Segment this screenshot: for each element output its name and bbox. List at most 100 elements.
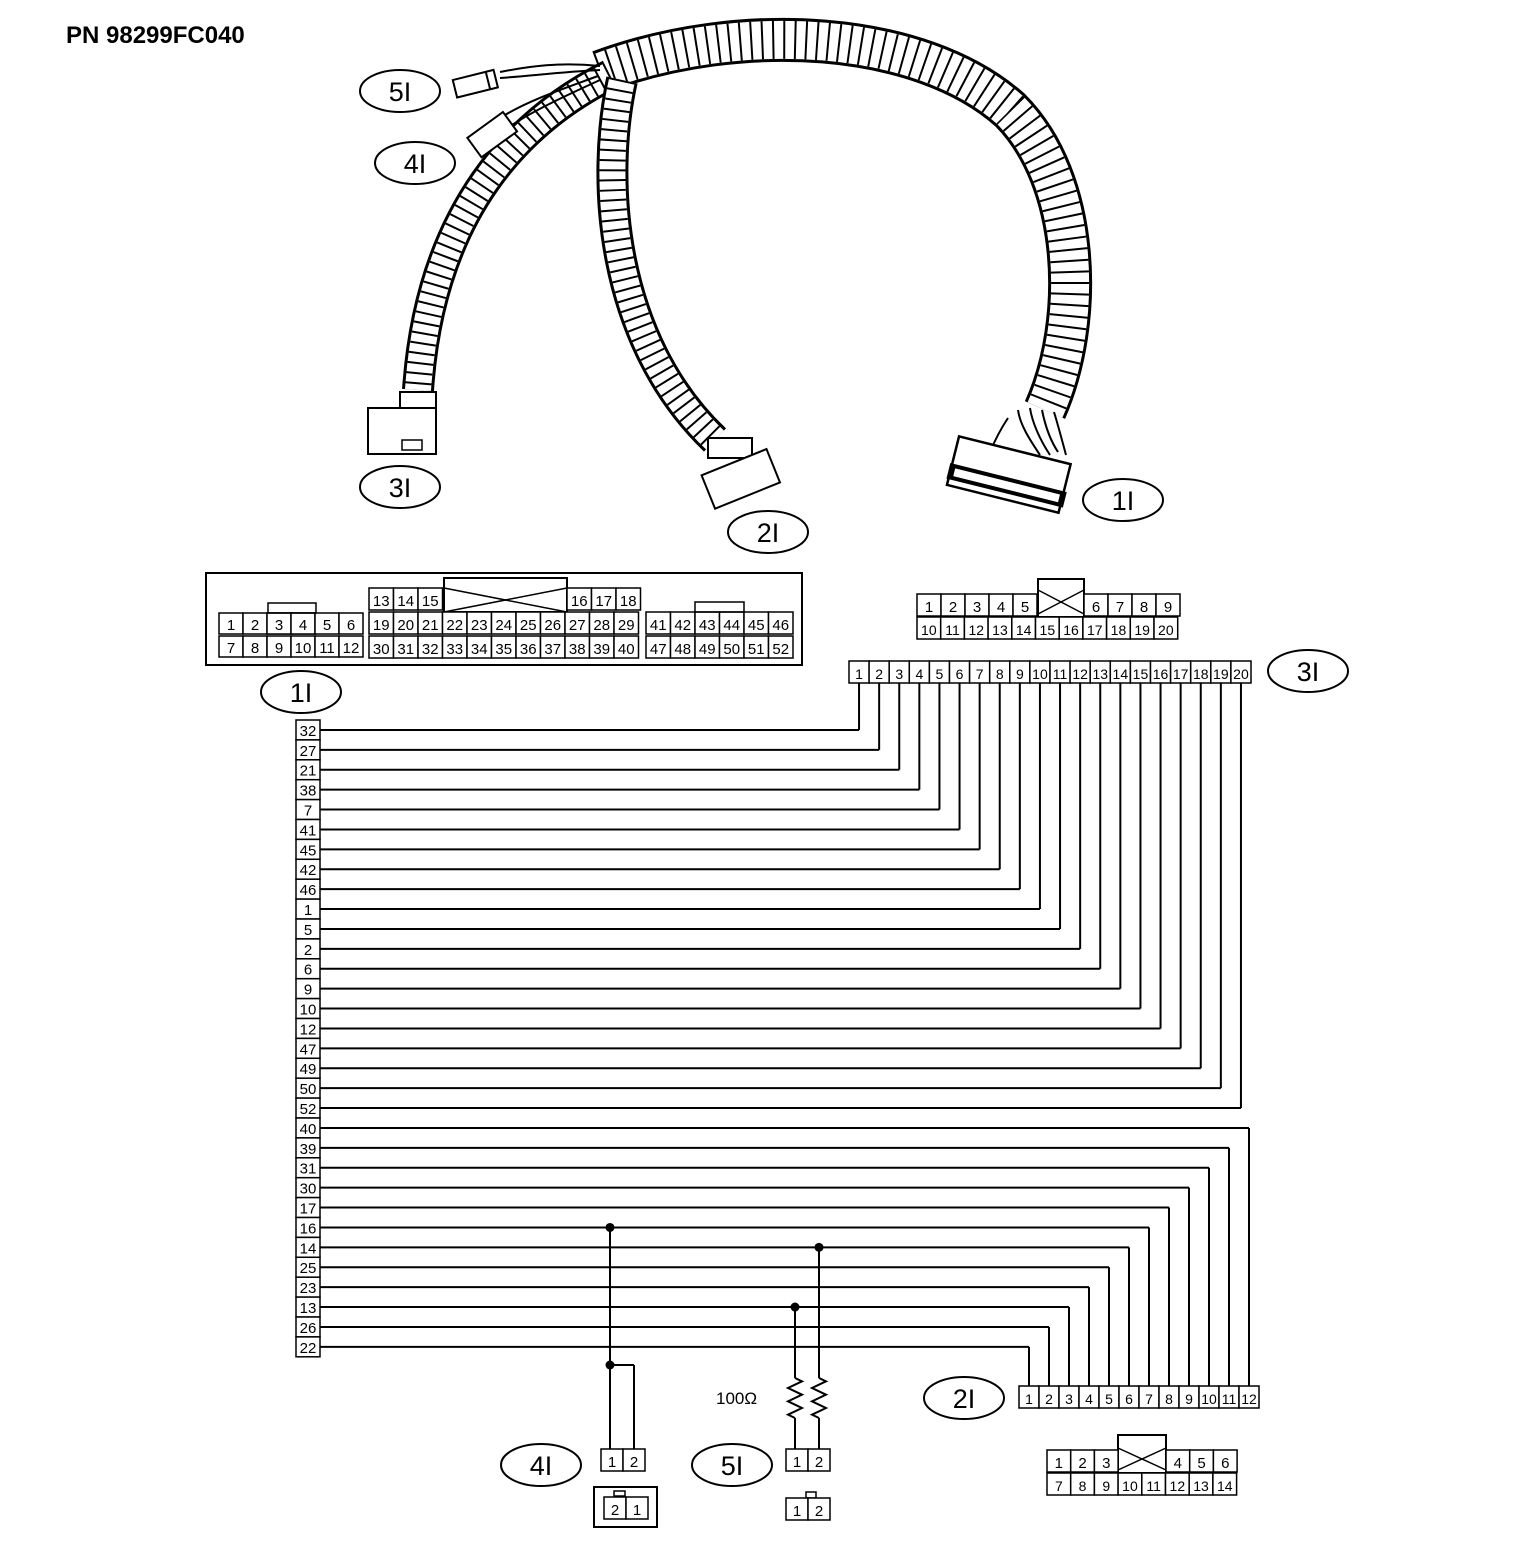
pin-2I-label: 4	[1085, 1391, 1093, 1407]
pin-label: 6	[304, 962, 312, 979]
face-2I-label: 8	[1079, 1478, 1087, 1494]
harness-illustration	[367, 17, 1093, 515]
pin-3I-label: 12	[1072, 666, 1088, 682]
face-1I-label: 50	[723, 641, 740, 658]
face-3I-label: 1	[925, 599, 933, 616]
face-3I-label: 15	[1040, 622, 1056, 638]
pin-2I-label: 5	[1105, 1391, 1113, 1407]
pin-label: 16	[300, 1220, 317, 1237]
face-1I-label: 26	[544, 617, 561, 634]
face-1I-label: 11	[319, 640, 335, 657]
svg-text:5I: 5I	[721, 1451, 744, 1481]
pin-2I-label: 12	[1241, 1391, 1257, 1407]
pin-3I-label: 4	[915, 666, 923, 682]
svg-text:3I: 3I	[1297, 657, 1320, 687]
pin-2I-label: 6	[1125, 1391, 1133, 1407]
pin-label: 2	[304, 942, 312, 959]
face-1I-label: 42	[674, 617, 691, 634]
label-oval-2I: 2I	[727, 510, 809, 554]
branch-cable-3I	[402, 60, 618, 392]
svg-text:2I: 2I	[757, 518, 780, 548]
face-1I-label: 29	[618, 617, 635, 634]
connector-3I-body	[367, 391, 437, 455]
svg-text:3I: 3I	[389, 473, 412, 503]
face-4I-label: 1	[633, 1502, 641, 1519]
pin-label: 12	[300, 1021, 317, 1038]
pin-3I-label: 15	[1133, 666, 1149, 682]
face-3I-label: 18	[1111, 622, 1127, 638]
pin-label: 45	[300, 842, 317, 859]
pin-3I-label: 20	[1233, 666, 1249, 682]
label-oval-4I: 4I	[374, 141, 456, 185]
pin-2I-label: 3	[1065, 1391, 1073, 1407]
connector-1I-body	[945, 407, 1073, 515]
pin-label: 40	[300, 1121, 317, 1138]
pin-5I-cell	[807, 1448, 831, 1472]
label-oval-5I: 5I	[359, 69, 441, 113]
face-3I-label: 12	[968, 622, 984, 638]
face-2I-cell	[1212, 1449, 1238, 1473]
face-1I-label: 2	[251, 617, 259, 634]
pin-3I-label: 13	[1092, 666, 1108, 682]
face-1I-label: 22	[446, 617, 463, 634]
svg-text:1I: 1I	[1112, 486, 1135, 516]
main-trunk-cable	[592, 17, 1093, 419]
pin-3I-label: 5	[936, 666, 944, 682]
pin-label: 23	[300, 1280, 317, 1297]
pin-3I-label: 7	[976, 666, 984, 682]
pin-label: 49	[300, 1061, 317, 1078]
svg-text:1I: 1I	[290, 678, 313, 708]
face-1I-cell	[615, 587, 642, 611]
face-3I-label: 7	[1116, 599, 1124, 616]
pin-5I-label: 1	[793, 1454, 801, 1471]
face-2I-label: 3	[1102, 1455, 1110, 1472]
face-1I-label: 9	[275, 640, 283, 657]
face-3I-cell	[1153, 616, 1179, 640]
part-number-title: PN 98299FC040	[66, 22, 245, 49]
face-1I-label: 43	[699, 617, 716, 634]
face-1I-label: 21	[422, 617, 439, 634]
face-1I-label: 51	[748, 641, 765, 658]
label-oval-3I-face: 3I	[1267, 649, 1349, 693]
face-3I-label: 3	[973, 599, 981, 616]
pin-3I-label: 8	[996, 666, 1004, 682]
face-1I-label: 36	[520, 641, 537, 658]
pin-2I-label: 8	[1165, 1391, 1173, 1407]
connector-2I-body	[700, 437, 782, 510]
face-1I-cell	[767, 635, 794, 659]
face-1I-label: 35	[495, 641, 512, 658]
face-3I-cell	[1012, 593, 1038, 617]
face-3I-cell	[1155, 593, 1181, 617]
pin-3I-label: 16	[1153, 666, 1169, 682]
face-1I-label: 19	[373, 617, 390, 634]
face-1I-label: 5	[323, 617, 331, 634]
pin-label: 5	[304, 922, 312, 939]
pin-label: 30	[300, 1181, 317, 1198]
face-1I-label: 7	[227, 640, 235, 657]
pin-3I-label: 1	[855, 666, 863, 682]
face-3I-label: 14	[1016, 622, 1032, 638]
pin-3I-label: 11	[1053, 666, 1068, 682]
pin-label: 13	[300, 1300, 317, 1317]
pin-4I-label: 2	[630, 1454, 638, 1471]
branch-cable-2I	[596, 76, 727, 452]
pin-label: 10	[300, 1002, 317, 1019]
face-1I-cell	[338, 612, 364, 635]
face-1I-label: 27	[569, 617, 586, 634]
face-3I-label: 20	[1158, 622, 1174, 638]
face-1I-cell	[417, 587, 444, 611]
pin-2I-label: 7	[1145, 1391, 1153, 1407]
face-1I-label: 52	[772, 641, 789, 658]
face-1I-label: 18	[620, 593, 637, 610]
pin-cell	[295, 1336, 321, 1358]
pin-2I-label: 11	[1222, 1391, 1237, 1407]
label-oval-2I-schematic: 2I	[923, 1376, 1005, 1420]
face-1I-label: 1	[227, 617, 235, 634]
pin-label: 47	[300, 1041, 317, 1058]
